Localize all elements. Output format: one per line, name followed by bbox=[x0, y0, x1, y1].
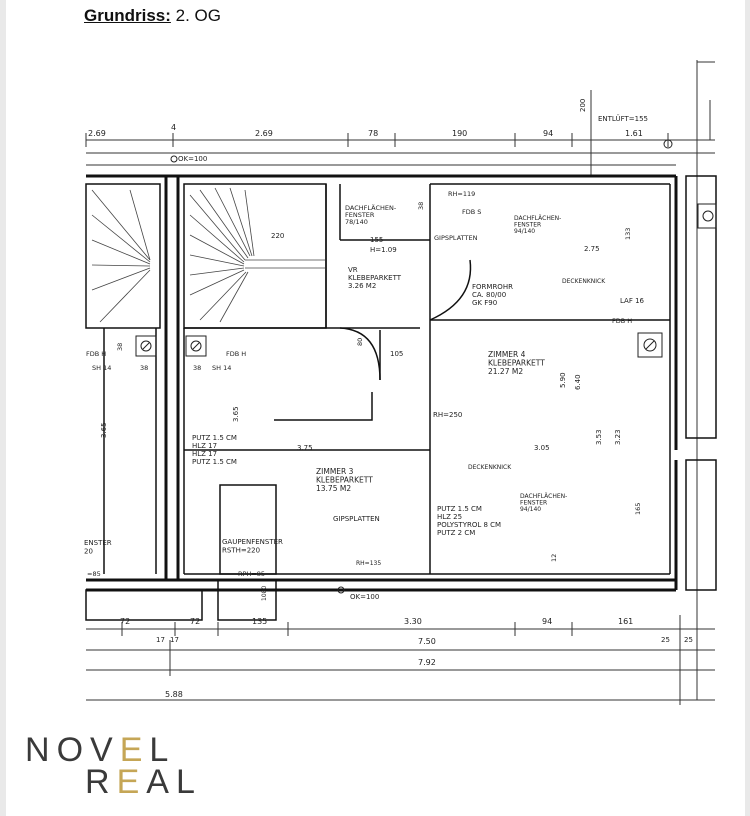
gips-mid-label: GIPSPLATTEN bbox=[333, 515, 380, 523]
fdb-s-label: FDB S bbox=[462, 208, 481, 216]
gips-top-label: GIPSPLATTEN bbox=[434, 234, 478, 242]
top-dimension: 1.61 bbox=[625, 129, 643, 138]
dimension-38-a: 38 bbox=[140, 364, 148, 372]
dimension-353: 3.53 bbox=[595, 429, 603, 445]
dimension-105: 105 bbox=[390, 350, 403, 358]
dimension-133: 133 bbox=[624, 228, 632, 240]
dimension-590: 5.90 bbox=[559, 372, 567, 388]
dimension-165: 165 bbox=[634, 503, 642, 515]
rh-135-label: RH=135 bbox=[356, 560, 381, 567]
height-label: H=1.09 bbox=[370, 246, 397, 254]
dimension-375: 3.75 bbox=[297, 444, 313, 452]
bottom-dimension-small: 17 bbox=[156, 636, 165, 644]
dimension-38-c: 38 bbox=[116, 343, 124, 351]
rph-label: RPH=85 bbox=[238, 570, 265, 578]
right-margin bbox=[745, 0, 750, 816]
rh-250-label: RH=250 bbox=[433, 411, 462, 419]
logo-line-2: REAL bbox=[85, 763, 202, 801]
bottom-dimension-small: 25 bbox=[661, 636, 670, 644]
dimension-792: 7.92 bbox=[418, 658, 436, 667]
fdb-h-mid: FDB H bbox=[226, 350, 246, 358]
dimension-1080: 1080 bbox=[261, 586, 268, 601]
bottom-dimension-small: 17 bbox=[170, 636, 179, 644]
bottom-dimension-small: 25 bbox=[684, 636, 693, 644]
laf-label: LAF 16 bbox=[620, 297, 645, 305]
ok-top-label: OK=100 bbox=[178, 155, 207, 163]
dimension-155: 155 bbox=[370, 236, 383, 244]
sh-14-mid: SH 14 bbox=[212, 364, 231, 372]
dimension-305: 3.05 bbox=[534, 444, 550, 452]
title-floor: 2. OG bbox=[175, 6, 221, 25]
bottom-dimension: 72 bbox=[120, 617, 130, 626]
left-margin bbox=[0, 0, 6, 816]
top-dimension: 2.69 bbox=[88, 129, 106, 138]
bottom-dimension: 3.30 bbox=[404, 617, 422, 626]
fdb-h-right: FDB H bbox=[612, 317, 632, 325]
rph-left-label: =85 bbox=[87, 570, 101, 578]
entlueft-label: ENTLÜFT=155 bbox=[598, 114, 648, 123]
logo-line-1: NOVEL bbox=[25, 731, 176, 769]
bottom-dimension: 72 bbox=[190, 617, 200, 626]
dimension-80: 80 bbox=[356, 338, 364, 346]
dimension-640: 6.40 bbox=[574, 374, 582, 390]
dimension-750: 7.50 bbox=[418, 637, 436, 646]
page-title: Grundriss: 2. OG bbox=[84, 6, 221, 26]
top-dimension: 78 bbox=[368, 129, 378, 138]
novel-real-logo: NOVEL REAL bbox=[25, 733, 202, 799]
sh-14-left: SH 14 bbox=[92, 364, 111, 372]
title-label: Grundriss: bbox=[84, 6, 171, 25]
fdb-h-left: FDB H bbox=[86, 350, 106, 358]
dimension-200: 200 bbox=[579, 99, 587, 112]
top-dimension: 4 bbox=[171, 123, 176, 132]
dimension-588: 5.88 bbox=[165, 690, 183, 699]
dimension-323: 3.23 bbox=[614, 429, 622, 445]
bottom-dimension: 135 bbox=[252, 617, 267, 626]
dimension-275: 2.75 bbox=[584, 245, 600, 253]
top-dimension: 190 bbox=[452, 129, 467, 138]
deckenknick-mid: DECKENKNICK bbox=[468, 464, 512, 471]
dimension-38-b: 38 bbox=[193, 364, 201, 372]
bottom-dimension: 161 bbox=[618, 617, 633, 626]
rh-119-label: RH=119 bbox=[448, 190, 475, 198]
dimension-38-d: 38 bbox=[417, 202, 425, 210]
top-dimension: 2.69 bbox=[255, 129, 273, 138]
deckenknick-top: DECKENKNICK bbox=[562, 278, 606, 285]
dimension-365-b: 3.65 bbox=[232, 406, 240, 422]
dimension-365-a: 3.65 bbox=[100, 422, 108, 438]
top-dimension: 94 bbox=[543, 129, 553, 138]
dimension-12: 12 bbox=[550, 554, 558, 562]
bottom-dimension: 94 bbox=[542, 617, 552, 626]
dimension-220: 220 bbox=[271, 232, 284, 240]
ok-bottom-label: OK=100 bbox=[350, 593, 379, 601]
